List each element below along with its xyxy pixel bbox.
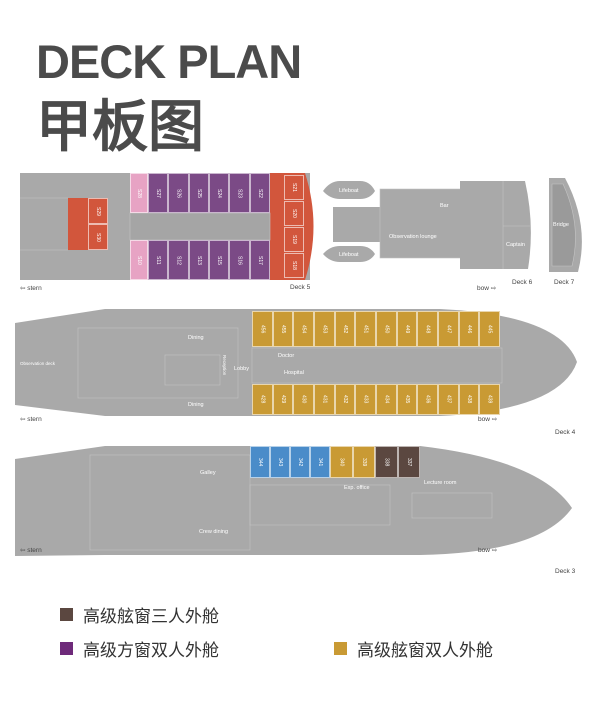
cabin[interactable]: 341 bbox=[310, 446, 330, 478]
deck-6-hull bbox=[323, 178, 582, 272]
cabin[interactable]: S16 bbox=[229, 240, 250, 280]
cabin[interactable]: 456 bbox=[252, 311, 273, 347]
cabin[interactable]: 439 bbox=[479, 384, 500, 415]
deck-4-bow-label: bow ⇨ bbox=[478, 416, 498, 423]
cabin[interactable]: 450 bbox=[376, 311, 397, 347]
observation-deck-label: Observation deck bbox=[20, 361, 56, 366]
cabin[interactable]: 432 bbox=[334, 384, 356, 415]
cabin[interactable]: S18 bbox=[284, 253, 304, 278]
cabin[interactable]: 339 bbox=[352, 446, 375, 478]
cabin[interactable]: S19 bbox=[284, 227, 304, 252]
cabin[interactable]: S12 bbox=[168, 240, 189, 280]
cabin[interactable]: 429 bbox=[272, 384, 294, 415]
legend-swatch bbox=[60, 642, 73, 655]
observation-lounge-label: Observation lounge bbox=[389, 234, 437, 240]
cabin[interactable]: S11 bbox=[148, 240, 169, 280]
deck-4-stern-label: ⇦ stern bbox=[20, 416, 42, 423]
bridge-label: Bridge bbox=[553, 222, 569, 228]
title-chinese: 甲板图 bbox=[36, 95, 204, 160]
cabin[interactable]: 343 bbox=[270, 446, 290, 478]
deck-7-label: Deck 7 bbox=[554, 279, 575, 286]
deck-3-bow-label: bow ⇨ bbox=[478, 547, 498, 554]
deck-6-bow-label: bow ⇨ bbox=[477, 285, 497, 292]
cabin[interactable]: 435 bbox=[396, 384, 418, 415]
lifeboat-top: Lifeboat bbox=[339, 188, 359, 194]
cabin[interactable]: 431 bbox=[314, 384, 335, 415]
cabin[interactable]: 437 bbox=[438, 384, 459, 415]
dining-bottom-label: Dining bbox=[188, 402, 204, 408]
deck-3-label: Deck 3 bbox=[555, 568, 576, 575]
cabin[interactable]: 447 bbox=[438, 311, 459, 347]
legend-label: 高级方窗双人外舱 bbox=[83, 641, 219, 661]
deck-3-hull bbox=[15, 446, 572, 556]
cabin[interactable]: 430 bbox=[293, 384, 314, 415]
captain-label: Captain bbox=[506, 242, 525, 248]
bar-label: Bar bbox=[440, 203, 449, 209]
cabin[interactable]: S15 bbox=[209, 240, 230, 280]
cabin[interactable]: 452 bbox=[334, 311, 356, 347]
legend-item-double-porthole: 高级舷窗双人外舱 bbox=[334, 636, 493, 661]
cabin[interactable]: S10 bbox=[130, 240, 148, 280]
cabin[interactable]: 338 bbox=[375, 446, 398, 478]
cabin[interactable]: S29 bbox=[88, 198, 108, 224]
legend-item-triple-porthole: 高级舷窗三人外舱 bbox=[60, 602, 219, 627]
cabin[interactable]: 434 bbox=[376, 384, 397, 415]
cabin[interactable]: 344 bbox=[250, 446, 270, 478]
doctor-label: Doctor bbox=[278, 353, 295, 359]
cabin[interactable]: 342 bbox=[290, 446, 310, 478]
cabin[interactable]: S28 bbox=[130, 173, 148, 213]
cabin[interactable]: S23 bbox=[229, 173, 250, 213]
cabin[interactable]: 454 bbox=[293, 311, 314, 347]
cabin[interactable]: S17 bbox=[249, 240, 270, 280]
cabin[interactable]: 340 bbox=[330, 446, 353, 478]
cabin[interactable]: 428 bbox=[252, 384, 273, 415]
cabin[interactable]: S20 bbox=[284, 201, 304, 226]
lobby-label: Lobby bbox=[234, 366, 249, 372]
reception-label: Reception bbox=[222, 355, 227, 376]
cabin[interactable]: S13 bbox=[188, 240, 209, 280]
dining-top-label: Dining bbox=[188, 335, 204, 341]
cabin[interactable]: 446 bbox=[458, 311, 480, 347]
lifeboat-bottom: Lifeboat bbox=[339, 252, 359, 258]
legend-item-double-window: 高级方窗双人外舱 bbox=[60, 636, 219, 661]
deck-3-stern-label: ⇦ stern bbox=[20, 547, 42, 554]
cabin[interactable]: 448 bbox=[417, 311, 438, 347]
cabin[interactable]: 445 bbox=[479, 311, 500, 347]
cabin[interactable]: 433 bbox=[355, 384, 376, 415]
cabin[interactable]: 449 bbox=[396, 311, 418, 347]
hospital-label: Hospital bbox=[284, 370, 304, 376]
cabin[interactable]: 451 bbox=[355, 311, 376, 347]
cabin[interactable]: S22 bbox=[249, 173, 270, 213]
cabin[interactable]: S30 bbox=[88, 224, 108, 250]
galley-label: Galley bbox=[200, 470, 216, 476]
deck-5-label: Deck 5 bbox=[290, 284, 311, 291]
exp-office-label: Exp. office bbox=[344, 485, 370, 491]
legend-label: 高级舷窗三人外舱 bbox=[83, 607, 219, 627]
cabin[interactable]: S24 bbox=[209, 173, 230, 213]
cabin[interactable]: S26 bbox=[168, 173, 189, 213]
title-english: DECK PLAN bbox=[36, 35, 302, 88]
cabin[interactable]: S25 bbox=[188, 173, 209, 213]
deck-5-stern-label: ⇦ stern bbox=[20, 285, 42, 292]
cabin[interactable]: 438 bbox=[458, 384, 480, 415]
cabin[interactable]: 436 bbox=[417, 384, 438, 415]
cabin[interactable]: S27 bbox=[148, 173, 169, 213]
lecture-room-label: Lecture room bbox=[424, 480, 457, 486]
cabin[interactable]: 337 bbox=[397, 446, 420, 478]
legend-label: 高级舷窗双人外舱 bbox=[357, 641, 493, 661]
crew-dining-label: Crew dining bbox=[199, 529, 229, 535]
legend-swatch bbox=[334, 642, 347, 655]
cabin[interactable]: S21 bbox=[284, 175, 304, 200]
cabin[interactable]: 453 bbox=[314, 311, 335, 347]
deck-6-label: Deck 6 bbox=[512, 279, 533, 286]
legend-swatch bbox=[60, 608, 73, 621]
cabin[interactable]: 455 bbox=[272, 311, 294, 347]
deck-4-label: Deck 4 bbox=[555, 429, 576, 436]
